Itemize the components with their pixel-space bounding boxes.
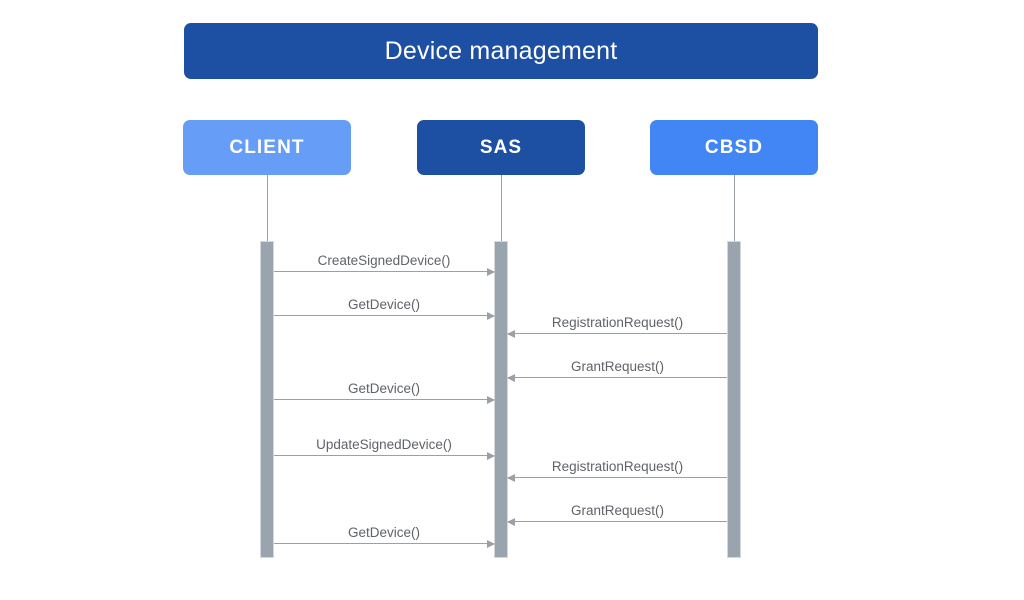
- message-line-6: [274, 455, 494, 456]
- actor-label-client: CLIENT: [229, 137, 305, 158]
- arrow-head-right-icon: [487, 539, 495, 548]
- actor-box-cbsd[interactable]: CBSD: [650, 120, 818, 175]
- message-line-5: [274, 399, 494, 400]
- message-label-9: GetDevice(): [347, 524, 420, 540]
- actor-label-cbsd: CBSD: [704, 137, 764, 158]
- message-line-1: [274, 271, 494, 272]
- message-label-3: RegistrationRequest(): [551, 314, 684, 330]
- arrow-head-right-icon: [487, 311, 495, 320]
- arrow-head-left-icon: [507, 473, 515, 482]
- message-6: UpdateSignedDevice(): [274, 422, 495, 460]
- arrow-head-right-icon: [487, 395, 495, 404]
- arrow-head-left-icon: [507, 373, 515, 382]
- message-line-4: [508, 377, 727, 378]
- message-label-7: RegistrationRequest(): [551, 458, 684, 474]
- actor-label-sas: SAS: [479, 137, 523, 158]
- message-line-9: [274, 543, 494, 544]
- actor-box-client[interactable]: CLIENT: [183, 120, 351, 175]
- message-label-6: UpdateSignedDevice(): [316, 436, 452, 452]
- message-label-1: CreateSignedDevice(): [317, 252, 451, 268]
- message-9: GetDevice(): [274, 510, 495, 548]
- message-line-7: [508, 477, 727, 478]
- message-4: GrantRequest(): [507, 344, 727, 382]
- arrow-head-right-icon: [487, 451, 495, 460]
- diagram-title-bar: Device management: [184, 23, 818, 79]
- message-8: GrantRequest(): [507, 488, 727, 526]
- message-line-2: [274, 315, 494, 316]
- arrow-head-right-icon: [487, 267, 495, 276]
- arrow-head-left-icon: [507, 517, 515, 526]
- diagram-title: Device management: [384, 36, 618, 65]
- message-1: CreateSignedDevice(): [274, 238, 495, 276]
- actor-box-sas[interactable]: SAS: [417, 120, 585, 175]
- activation-bar-client: [260, 241, 274, 558]
- message-7: RegistrationRequest(): [507, 444, 727, 482]
- message-label-8: GrantRequest(): [570, 502, 665, 518]
- activation-bar-cbsd: [727, 241, 741, 558]
- message-line-3: [508, 333, 727, 334]
- message-5: GetDevice(): [274, 366, 495, 404]
- message-line-8: [508, 521, 727, 522]
- activation-bar-sas: [494, 241, 508, 558]
- message-label-5: GetDevice(): [347, 380, 420, 396]
- message-2: GetDevice(): [274, 282, 495, 320]
- message-label-2: GetDevice(): [347, 296, 420, 312]
- message-3: RegistrationRequest(): [507, 300, 727, 338]
- arrow-head-left-icon: [507, 329, 515, 338]
- message-label-4: GrantRequest(): [570, 358, 665, 374]
